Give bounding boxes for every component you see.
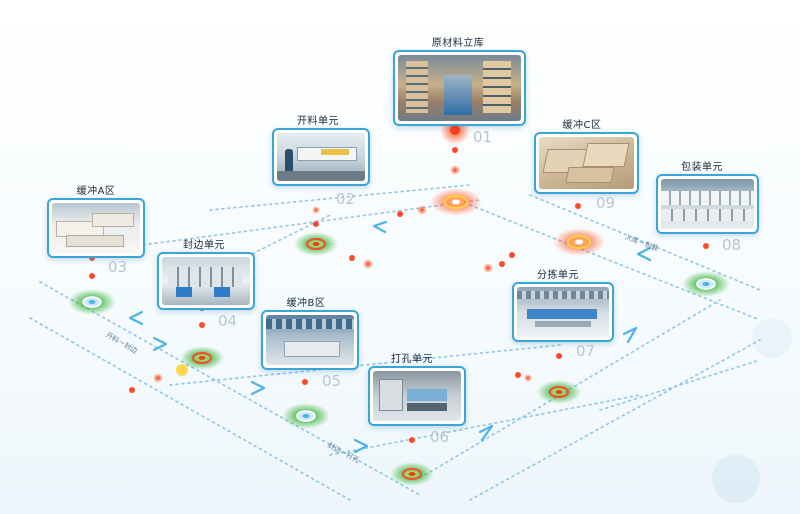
unit-number-03: 03 (108, 258, 128, 276)
unit-number-02: 02 (336, 190, 356, 208)
unit-title-07: 分拣单元 (537, 270, 579, 281)
unit-photo-05 (261, 310, 359, 370)
unit-title-08: 包装单元 (681, 162, 723, 173)
unit-number-01: 01 (473, 128, 493, 146)
unit-title-03: 缓冲A区 (76, 186, 116, 197)
node-05 (282, 403, 330, 429)
unit-number-06: 06 (430, 428, 450, 446)
unit-title-05: 缓冲B区 (286, 298, 326, 309)
node-08 (682, 271, 730, 297)
corner-decoration (752, 318, 792, 358)
node-02 (294, 232, 338, 256)
unit-photo-08 (656, 174, 759, 234)
unit-number-05: 05 (322, 372, 342, 390)
unit-title-09: 缓冲C区 (562, 120, 602, 131)
unit-number-04: 04 (218, 312, 238, 330)
node-09 (553, 228, 605, 256)
unit-title-04: 封边单元 (183, 240, 225, 251)
grid-lines (29, 184, 761, 501)
unit-title-01: 原材料立库 (431, 38, 485, 49)
node-07 (537, 380, 581, 404)
node-03 (68, 289, 116, 315)
node-04 (180, 346, 224, 370)
flow-arrows (128, 220, 652, 454)
corner-decoration (712, 455, 760, 503)
unit-photo-02 (272, 128, 370, 186)
unit-photo-06 (368, 366, 466, 426)
unit-title-02: 开料单元 (297, 116, 339, 127)
unit-photo-04 (157, 252, 255, 310)
unit-photo-01 (393, 50, 526, 126)
unit-title-06: 打孔单元 (391, 354, 433, 365)
unit-photo-03 (47, 198, 145, 258)
unit-number-07: 07 (576, 342, 596, 360)
unit-number-08: 08 (722, 236, 742, 254)
node-06 (390, 462, 434, 486)
unit-photo-09 (534, 132, 639, 194)
unit-photo-07 (512, 282, 614, 342)
unit-number-09: 09 (596, 194, 616, 212)
